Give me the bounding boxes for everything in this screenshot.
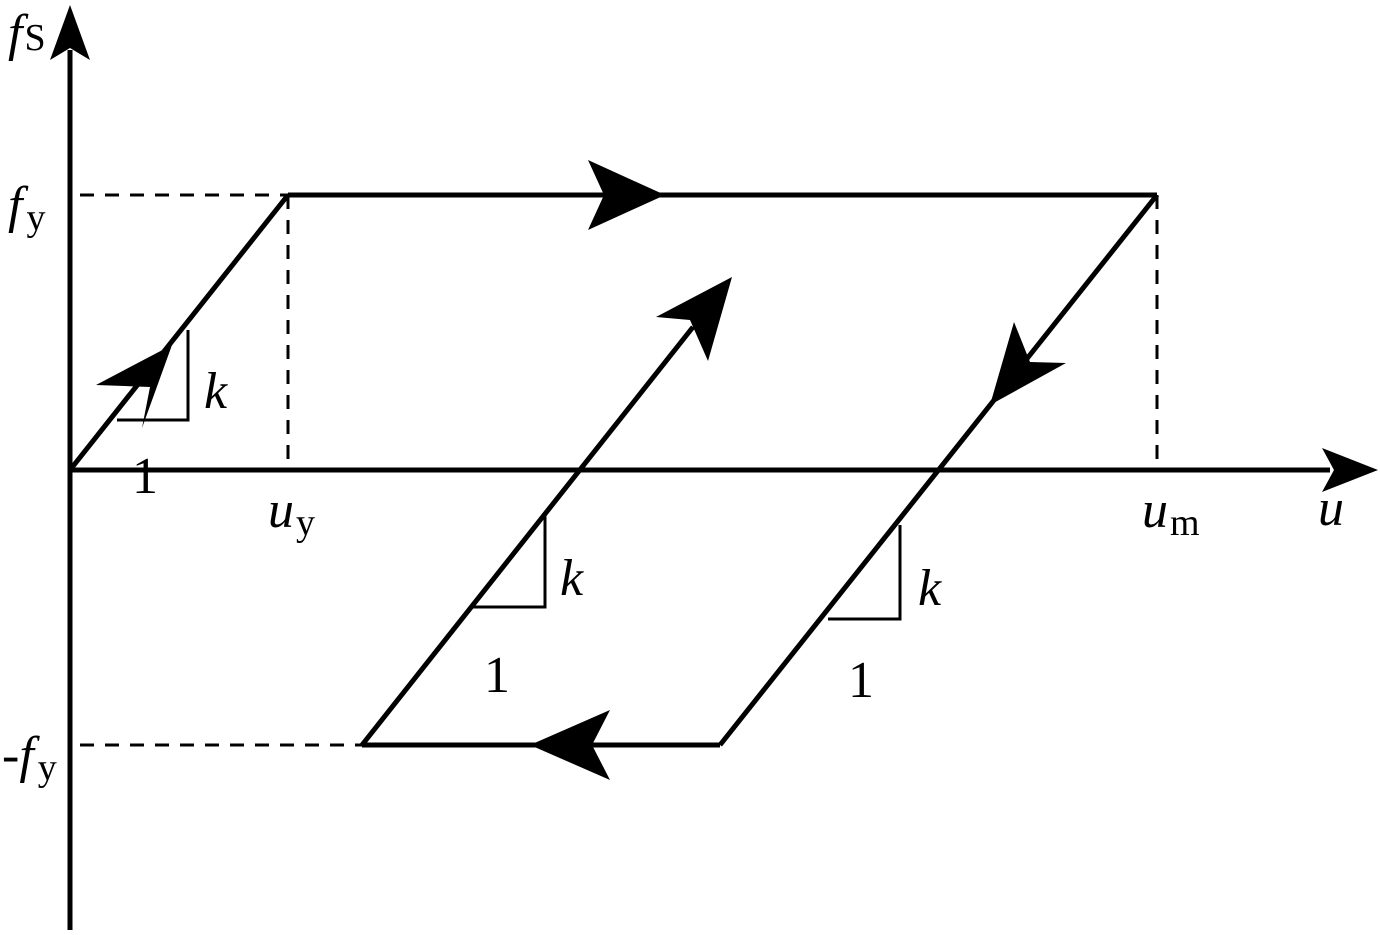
um-label: um: [1142, 482, 1200, 544]
displacement-axis-arrowhead: [1322, 448, 1378, 492]
uy-label: uy: [268, 482, 315, 544]
initial-elastic-branch: [68, 193, 290, 472]
unloading-branch: [718, 193, 1159, 747]
slope-run-label-unloading: 1: [848, 652, 874, 709]
reloading-direction-arrowhead: [656, 277, 732, 361]
slope-triangle-unloading: [828, 525, 902, 621]
slope-triangle-initial: [117, 330, 190, 422]
slope-k-label-initial: k: [204, 363, 228, 420]
slope-run-label-reloading: 1: [484, 647, 510, 704]
reloading-branch: [360, 325, 695, 747]
slope-k-label-unloading: k: [918, 560, 942, 617]
fs-label: fS: [8, 5, 46, 62]
loading-direction-arrowhead: [96, 345, 172, 428]
force-axis-arrowhead: [50, 5, 90, 60]
slope-k-label-reloading: k: [560, 550, 584, 607]
unloading-direction-arrowhead: [990, 322, 1066, 405]
neg-plateau-direction-arrowhead: [530, 710, 610, 780]
slope-run-label-initial: 1: [132, 448, 158, 505]
plateau-direction-arrowhead: [588, 160, 665, 230]
u-axis-label: u: [1318, 480, 1344, 537]
slope-triangle-reloading: [473, 516, 547, 609]
